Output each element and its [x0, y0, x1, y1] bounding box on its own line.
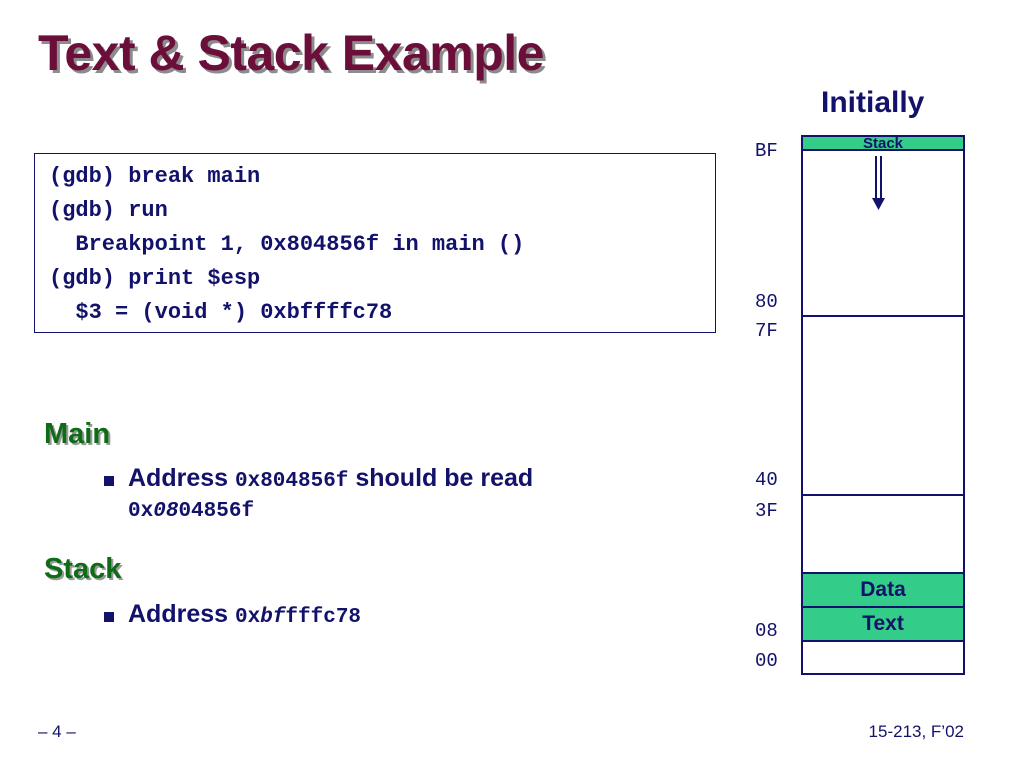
address-label-bf: BF [755, 140, 778, 162]
address-label-3f: 3F [755, 500, 778, 522]
main-read-address: 0x0804856f [128, 500, 254, 523]
address-label-00: 00 [755, 650, 778, 672]
gdb-line: (gdb) run [49, 198, 168, 223]
main-bullet-suffix: should be read [348, 464, 534, 492]
course-label: 15-213, F’02 [868, 722, 964, 741]
memory-block-00 [801, 640, 965, 675]
main-read-prefix: 0x [128, 500, 154, 523]
page-number: – 4 – [38, 722, 76, 741]
main-bullet-prefix: Address [128, 464, 235, 492]
data-segment: Data [801, 572, 965, 608]
gdb-line: Breakpoint 1, 0x804856f in main () [49, 232, 525, 257]
main-bullet-text: Address 0x804856f should be read [128, 464, 533, 493]
main-bullet-icon [104, 476, 114, 486]
stack-grow-down-arrow-icon [872, 156, 885, 210]
main-heading: Main [44, 418, 111, 450]
text-segment-label: Text [862, 612, 904, 635]
main-bullet-address: 0x804856f [234, 470, 349, 493]
diagram-subtitle: Initially [821, 86, 925, 119]
gdb-line: (gdb) print $esp [49, 266, 261, 291]
gdb-line: (gdb) break main [49, 164, 261, 189]
address-label-7f: 7F [755, 320, 778, 342]
stack-segment-label: Stack [862, 135, 904, 151]
stack-bullet-prefix: Address [128, 600, 235, 628]
stack-heading: Stack [44, 553, 122, 585]
data-segment-label: Data [860, 578, 906, 601]
address-label-40: 40 [755, 469, 778, 491]
gdb-line: $3 = (void *) 0xbffffc78 [49, 300, 393, 325]
stack-bullet-icon [104, 612, 114, 622]
gdb-session-box: (gdb) break main (gdb) run Breakpoint 1,… [34, 153, 716, 333]
text-segment: Text [801, 606, 965, 642]
stack-bullet-text: Address 0xbffffc78 [128, 600, 361, 629]
address-label-80: 80 [755, 291, 778, 313]
memory-block-7f-40 [801, 315, 965, 496]
main-read-rest: 04856f [178, 500, 255, 523]
address-label-08: 08 [755, 620, 778, 642]
main-read-italic: 08 [153, 500, 179, 523]
stack-bullet-address: 0xbffffc78 [234, 606, 362, 629]
memory-block-3f [801, 494, 965, 574]
slide-title: Text & Stack Example [38, 25, 544, 81]
